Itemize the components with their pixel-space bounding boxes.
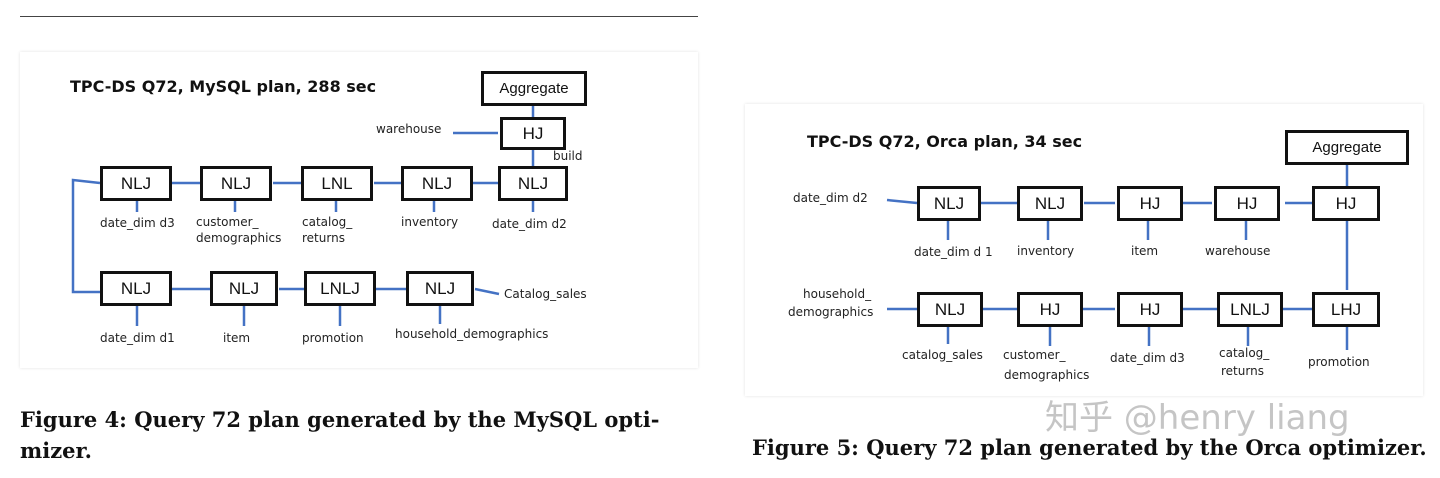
mysql-plan-diagram: TPC-DS Q72, MySQL plan, 288 sec Aggregat… bbox=[20, 52, 698, 368]
label-household-demographics-line2: demographics bbox=[788, 305, 874, 319]
label-catalog-returns-line1: catalog_ bbox=[302, 215, 353, 229]
label-warehouse: warehouse bbox=[1205, 244, 1271, 258]
label-item: item bbox=[1131, 244, 1159, 258]
label-catalog-sales: catalog_sales bbox=[902, 348, 983, 362]
lnlj-node: LNLJ bbox=[1217, 292, 1283, 327]
nlj-node: NLJ bbox=[210, 271, 278, 306]
orca-plan-diagram: TPC-DS Q72, Orca plan, 34 sec Aggregate … bbox=[745, 104, 1423, 396]
label-customer-demographics-line2: demographics bbox=[1004, 368, 1090, 382]
lhj-node: LHJ bbox=[1312, 292, 1380, 327]
hj-node: HJ bbox=[500, 117, 566, 150]
label-household-demographics-line1: household_ bbox=[803, 287, 872, 301]
nlj-node: NLJ bbox=[200, 166, 272, 201]
label-customer-demographics-line1: customer_ bbox=[1003, 348, 1066, 362]
nlj-node: NLJ bbox=[917, 292, 983, 327]
orca-plan-edges bbox=[886, 165, 1349, 350]
label-promotion: promotion bbox=[302, 331, 364, 345]
mysql-plan-title: TPC-DS Q72, MySQL plan, 288 sec bbox=[70, 77, 377, 96]
aggregate-node: Aggregate bbox=[1285, 130, 1409, 165]
hj-node: HJ bbox=[1117, 292, 1183, 327]
label-catalog-returns-line2: returns bbox=[302, 231, 345, 245]
nlj-node: NLJ bbox=[100, 271, 172, 306]
label-date-dim-d2: date_dim d2 bbox=[492, 217, 567, 231]
label-inventory: inventory bbox=[401, 215, 459, 229]
hj-node: HJ bbox=[1017, 292, 1083, 327]
hj-node: HJ bbox=[1312, 186, 1380, 221]
label-promotion: promotion bbox=[1308, 355, 1370, 369]
nlj-node: NLJ bbox=[401, 166, 473, 201]
label-customer-demographics-line2: demographics bbox=[196, 231, 282, 245]
label-date-dim-d3: date_dim d3 bbox=[100, 216, 175, 230]
label-catalog-sales: Catalog_sales bbox=[504, 287, 587, 301]
label-date-dim-d1: date_dim d 1 bbox=[914, 245, 993, 259]
mysql-plan-edges bbox=[71, 106, 535, 326]
nlj-node: NLJ bbox=[100, 166, 172, 201]
label-inventory: inventory bbox=[1017, 244, 1075, 258]
label-date-dim-d1: date_dim d1 bbox=[100, 331, 175, 345]
nlj-node: NLJ bbox=[498, 166, 568, 201]
lnl-node: LNL bbox=[301, 166, 373, 201]
lnlj-node: LNLJ bbox=[304, 271, 376, 306]
aggregate-node: Aggregate bbox=[481, 71, 587, 106]
top-rule bbox=[20, 16, 698, 17]
label-date-dim-d2: date_dim d2 bbox=[793, 191, 868, 205]
figure-4-caption: Figure 4: Query 72 plan generated by the… bbox=[20, 407, 660, 463]
hj-node: HJ bbox=[1117, 186, 1183, 221]
label-build: build bbox=[553, 149, 583, 163]
label-catalog-returns-line2: returns bbox=[1221, 364, 1264, 378]
label-item: item bbox=[223, 331, 251, 345]
label-household-demographics: household_demographics bbox=[395, 327, 549, 341]
nlj-node: NLJ bbox=[406, 271, 474, 306]
label-date-dim-d3: date_dim d3 bbox=[1110, 351, 1185, 365]
hj-node: HJ bbox=[1214, 186, 1280, 221]
nlj-node: NLJ bbox=[1017, 186, 1083, 221]
label-customer-demographics-line1: customer_ bbox=[196, 215, 259, 229]
watermark: 知乎 @henry liang bbox=[1045, 398, 1350, 438]
nlj-node: NLJ bbox=[917, 186, 981, 221]
label-catalog-returns-line1: catalog_ bbox=[1219, 346, 1270, 360]
figure-5-caption: Figure 5: Query 72 plan generated by the… bbox=[752, 435, 1427, 460]
label-warehouse: warehouse bbox=[376, 122, 442, 136]
orca-plan-title: TPC-DS Q72, Orca plan, 34 sec bbox=[807, 132, 1083, 151]
